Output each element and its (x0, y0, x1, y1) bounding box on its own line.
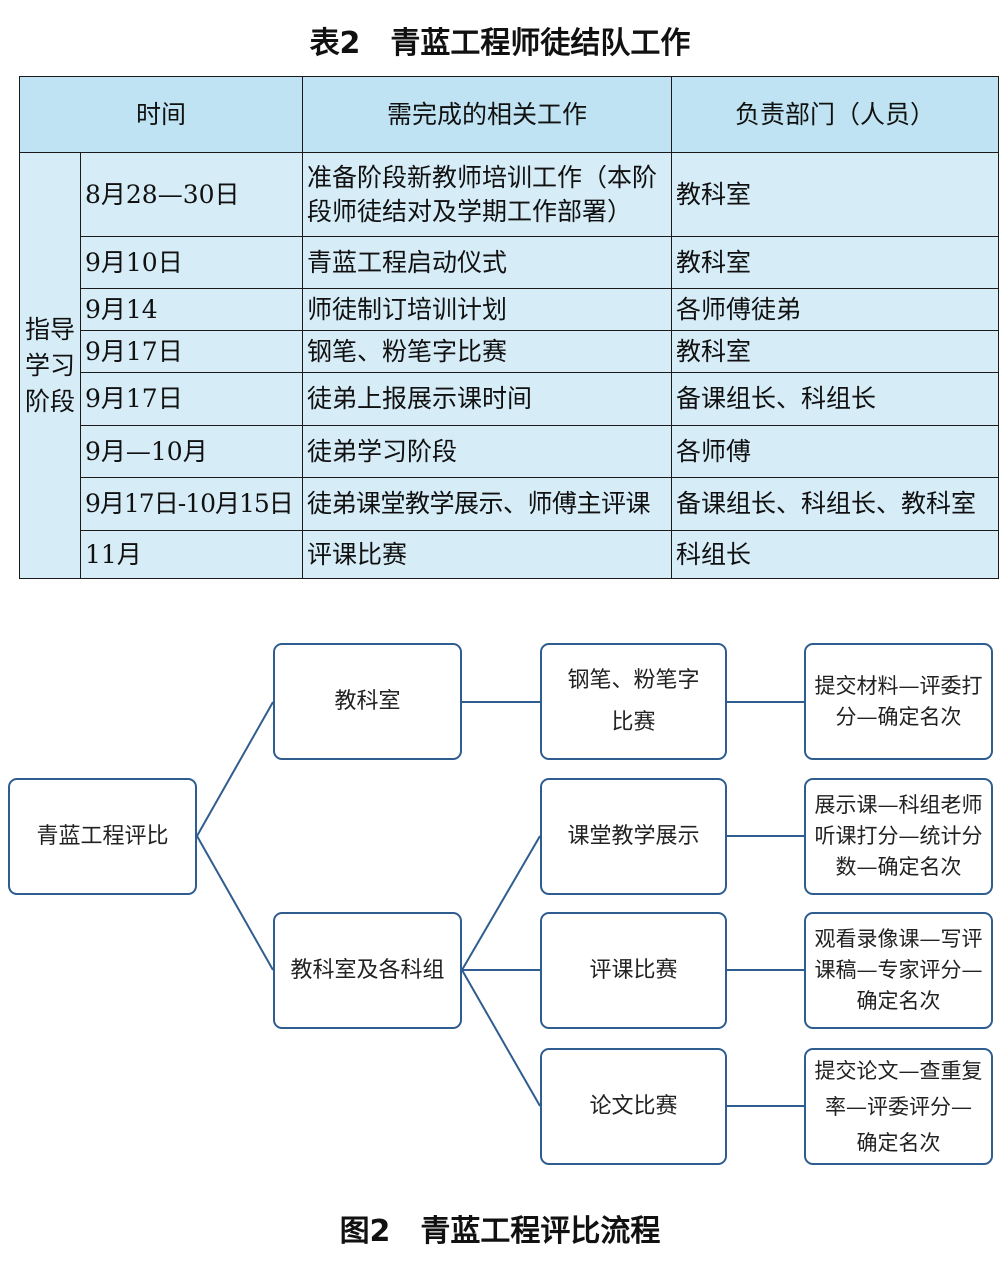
result-node-1: 提交材料—评委打 分—确定名次 (804, 643, 993, 760)
cell-time: 9月17日 (79, 372, 304, 426)
table-row: 9月—10月 徒弟学习阶段 各师傅 (20, 425, 1000, 478)
cell-time: 9月17日-10月15日 (79, 477, 304, 531)
dept-node-1-label: 教科室 (334, 688, 401, 714)
root-node-label: 青蓝工程评比 (36, 823, 169, 849)
figure-title: 图2 青蓝工程评比流程 (339, 1214, 661, 1249)
cell-work: 评课比赛 (302, 530, 673, 579)
cell-work: 钢笔、粉笔字比赛 (302, 330, 673, 373)
dept-node-1: 教科室 (273, 643, 462, 760)
flow-connectors (196, 701, 804, 1107)
result-node-3: 观看录像课—写评 课稿—专家评分— 确定名次 (804, 912, 993, 1029)
table-header-row: 时间 需完成的相关工作 负责部门（人员） (18, 76, 1000, 153)
cell-time: 11月 (79, 530, 304, 579)
event-node-4-label: 论文比赛 (589, 1093, 678, 1119)
event-node-2-label: 课堂教学展示 (567, 823, 700, 849)
table-row: 9月10日 青蓝工程启动仪式 教科室 (20, 236, 1000, 289)
connector-dept2-event2 (461, 835, 541, 971)
header-work: 需完成的相关工作 (302, 76, 673, 153)
result-node-3-label: 观看录像课—写评 课稿—专家评分— 确定名次 (814, 927, 983, 1013)
cell-work: 青蓝工程启动仪式 (302, 236, 673, 289)
connector-root-dept2 (196, 835, 274, 971)
connector-root-dept1 (196, 701, 274, 837)
cell-dept: 科组长 (671, 530, 1000, 579)
plan-table: 时间 需完成的相关工作 负责部门（人员） 指导 学习 阶段 8月28—30日 准… (18, 76, 1000, 579)
cell-dept: 教科室 (671, 330, 1000, 373)
cell-time: 9月14 (79, 288, 304, 331)
cell-dept: 教科室 (671, 236, 1000, 289)
event-node-3-label: 评课比赛 (589, 957, 678, 983)
cell-work: 徒弟课堂教学展示、师傅主评课 (302, 477, 673, 531)
result-node-2-label: 展示课—科组老师 听课打分—统计分 数—确定名次 (814, 793, 983, 879)
table-row: 9月17日 钢笔、粉笔字比赛 教科室 (20, 330, 1000, 373)
cell-work: 准备阶段新教师培训工作（本阶段师徒结对及学期工作部署） (302, 152, 673, 237)
cell-dept: 教科室 (671, 152, 1000, 237)
result-node-4: 提交论文—查重复 率—评委评分— 确定名次 (804, 1048, 993, 1165)
event-node-1: 钢笔、粉笔字 比赛 (540, 643, 727, 760)
root-node: 青蓝工程评比 (8, 778, 197, 895)
result-node-1-label: 提交材料—评委打 分—确定名次 (814, 673, 983, 729)
cell-dept: 各师傅徒弟 (671, 288, 1000, 331)
stage-label: 指导 学习 阶段 (19, 152, 81, 579)
result-node-4-label: 提交论文—查重复 率—评委评分— 确定名次 (814, 1058, 983, 1155)
dept-node-2: 教科室及各科组 (273, 912, 462, 1029)
dept-node-2-label: 教科室及各科组 (290, 957, 445, 983)
header-time: 时间 (18, 76, 304, 153)
cell-dept: 备课组长、科组长 (671, 372, 1000, 426)
cell-time: 9月10日 (79, 236, 304, 289)
cell-time: 8月28—30日 (79, 152, 304, 237)
cell-dept: 备课组长、科组长、教科室 (671, 477, 1000, 531)
result-node-2: 展示课—科组老师 听课打分—统计分 数—确定名次 (804, 778, 993, 895)
event-node-3: 评课比赛 (540, 912, 727, 1029)
cell-time: 9月17日 (79, 330, 304, 373)
cell-time: 9月—10月 (79, 425, 304, 478)
header-dept: 负责部门（人员） (671, 76, 1000, 153)
cell-work: 师徒制订培训计划 (302, 288, 673, 331)
table-row: 11月 评课比赛 科组长 (20, 530, 1000, 579)
event-node-4: 论文比赛 (540, 1048, 727, 1165)
connector-dept2-event4 (461, 969, 541, 1107)
table-row: 9月17日-10月15日 徒弟课堂教学展示、师傅主评课 备课组长、科组长、教科室 (20, 477, 1000, 531)
stage-label-text: 指导 学习 阶段 (24, 314, 75, 416)
table-row: 9月14 师徒制订培训计划 各师傅徒弟 (20, 288, 1000, 331)
cell-dept: 各师傅 (671, 425, 1000, 478)
table-title: 表2 青蓝工程师徒结队工作 (309, 26, 691, 61)
table-row: 指导 学习 阶段 8月28—30日 准备阶段新教师培训工作（本阶段师徒结对及学期… (19, 152, 1000, 579)
table-row: 9月17日 徒弟上报展示课时间 备课组长、科组长 (20, 372, 1000, 426)
cell-work: 徒弟上报展示课时间 (302, 372, 673, 426)
event-node-2: 课堂教学展示 (540, 778, 727, 895)
event-node-1-label: 钢笔、粉笔字 比赛 (567, 667, 700, 735)
cell-work: 徒弟学习阶段 (302, 425, 673, 478)
flow-diagram: 青蓝工程评比 教科室 教科室及各科组 钢笔、粉笔字 比赛 课堂教学展示 评课比赛… (0, 620, 1000, 1180)
